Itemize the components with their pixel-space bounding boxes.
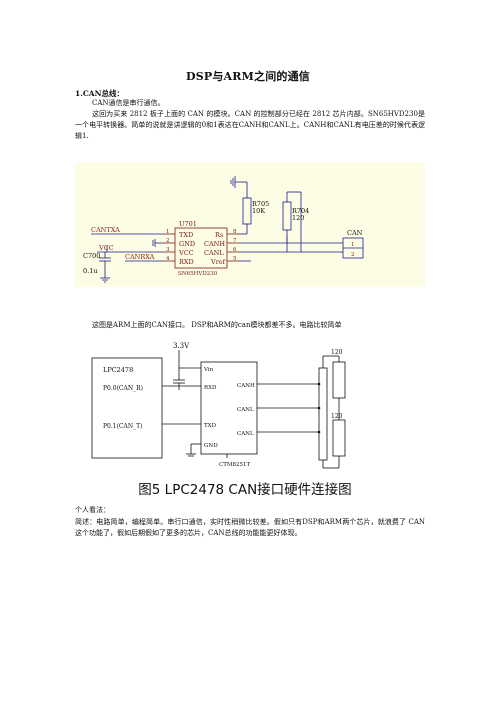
cap-value: 0.1u: [83, 267, 98, 275]
supply-label: 3.3V: [173, 342, 190, 350]
resistor-bottom-value: 120: [331, 413, 343, 420]
pin-vref: Vref: [210, 258, 226, 266]
pin-gnd: GND: [179, 240, 195, 248]
r704-value: 120: [292, 214, 304, 222]
resistor-top-value: 120: [331, 349, 343, 356]
net-cantxa: CANTXA: [91, 226, 120, 234]
connector-label: CAN: [347, 229, 363, 237]
pin-rs: Rs: [215, 231, 223, 239]
chip-pin-gnd: GND: [204, 443, 218, 449]
pin-rxd: RXD: [179, 258, 194, 266]
connector-pin-2: 2: [351, 252, 355, 258]
chip-pin-rxd: RXD: [204, 385, 217, 391]
pin-canh: CANH: [204, 240, 225, 248]
connector-pin-1: 1: [351, 242, 355, 248]
net-vcc: VCC: [98, 244, 114, 252]
pin-num-1: 1: [166, 229, 170, 235]
pin-num-5: 5: [233, 256, 237, 262]
section-heading-can: 1.CAN总线：: [75, 89, 124, 98]
paragraph-serial: CAN通信是串行通信。: [92, 99, 165, 107]
pin-num-8: 8: [233, 229, 237, 235]
pin-num-4: 4: [166, 256, 170, 262]
chip-pin-vin: Vin: [203, 367, 214, 373]
pin-txd: TXD: [179, 231, 193, 239]
pin-canl: CANL: [204, 249, 224, 257]
mcu-pin-can-t: P0.1(CAN_T): [103, 423, 142, 430]
paragraph-summary: 简述：电路简单，编程简单。串行口通信，实时性稍微比较差。假如只有DSP和ARM两…: [75, 518, 425, 537]
chip-part-ctm: CTM8251T: [219, 462, 251, 468]
mcu-label: LPC2478: [103, 366, 133, 374]
paragraph-can-module: 这回为买来 2812 板子上面的 CAN 的模块。CAN 的控制部分已经在 28…: [75, 110, 425, 140]
schematic-sn65hvd230: U701 SN65HVD230 TXD GND VCC RXD Rs CANH …: [75, 162, 425, 287]
chip-ref-label: U701: [179, 220, 197, 228]
pin-num-6: 6: [233, 247, 237, 253]
chip-pin-canh: CANH: [237, 383, 255, 389]
note-heading: 个人看法：: [75, 506, 110, 514]
chip-part-label: SN65HVD230: [178, 271, 218, 277]
document-title: DSP与ARM之间的通信: [185, 70, 310, 83]
net-canrxa: CANRXA: [125, 253, 155, 261]
pin-num-3: 3: [166, 247, 170, 253]
r705-value: 10K: [252, 207, 265, 215]
cap-ref: C700: [83, 252, 100, 260]
pin-num-2: 2: [166, 238, 170, 244]
chip-pin-txd: TXD: [204, 423, 217, 429]
chip-pin-canl-1: CANL: [237, 407, 254, 413]
schematic-lpc2478-can: 3.3V LPC2478 P0.0(CAN_R) P0.1(CAN_T) Vin…: [87, 340, 387, 475]
pin-vcc: VCC: [178, 249, 194, 257]
pin-num-7: 7: [233, 238, 237, 244]
mcu-pin-can-r: P0.0(CAN_R): [103, 385, 143, 392]
figure-caption: 图5 LPC2478 CAN接口硬件连接图: [138, 482, 352, 498]
chip-pin-canl-2: CANL: [237, 431, 254, 437]
r705-ref: R705: [252, 200, 269, 208]
r704-ref: R704: [292, 207, 309, 215]
caption-arm-can: 这图是ARM上面的CAN接口。 DSP和ARM的can模块都差不多。电路比较简单: [92, 321, 342, 329]
